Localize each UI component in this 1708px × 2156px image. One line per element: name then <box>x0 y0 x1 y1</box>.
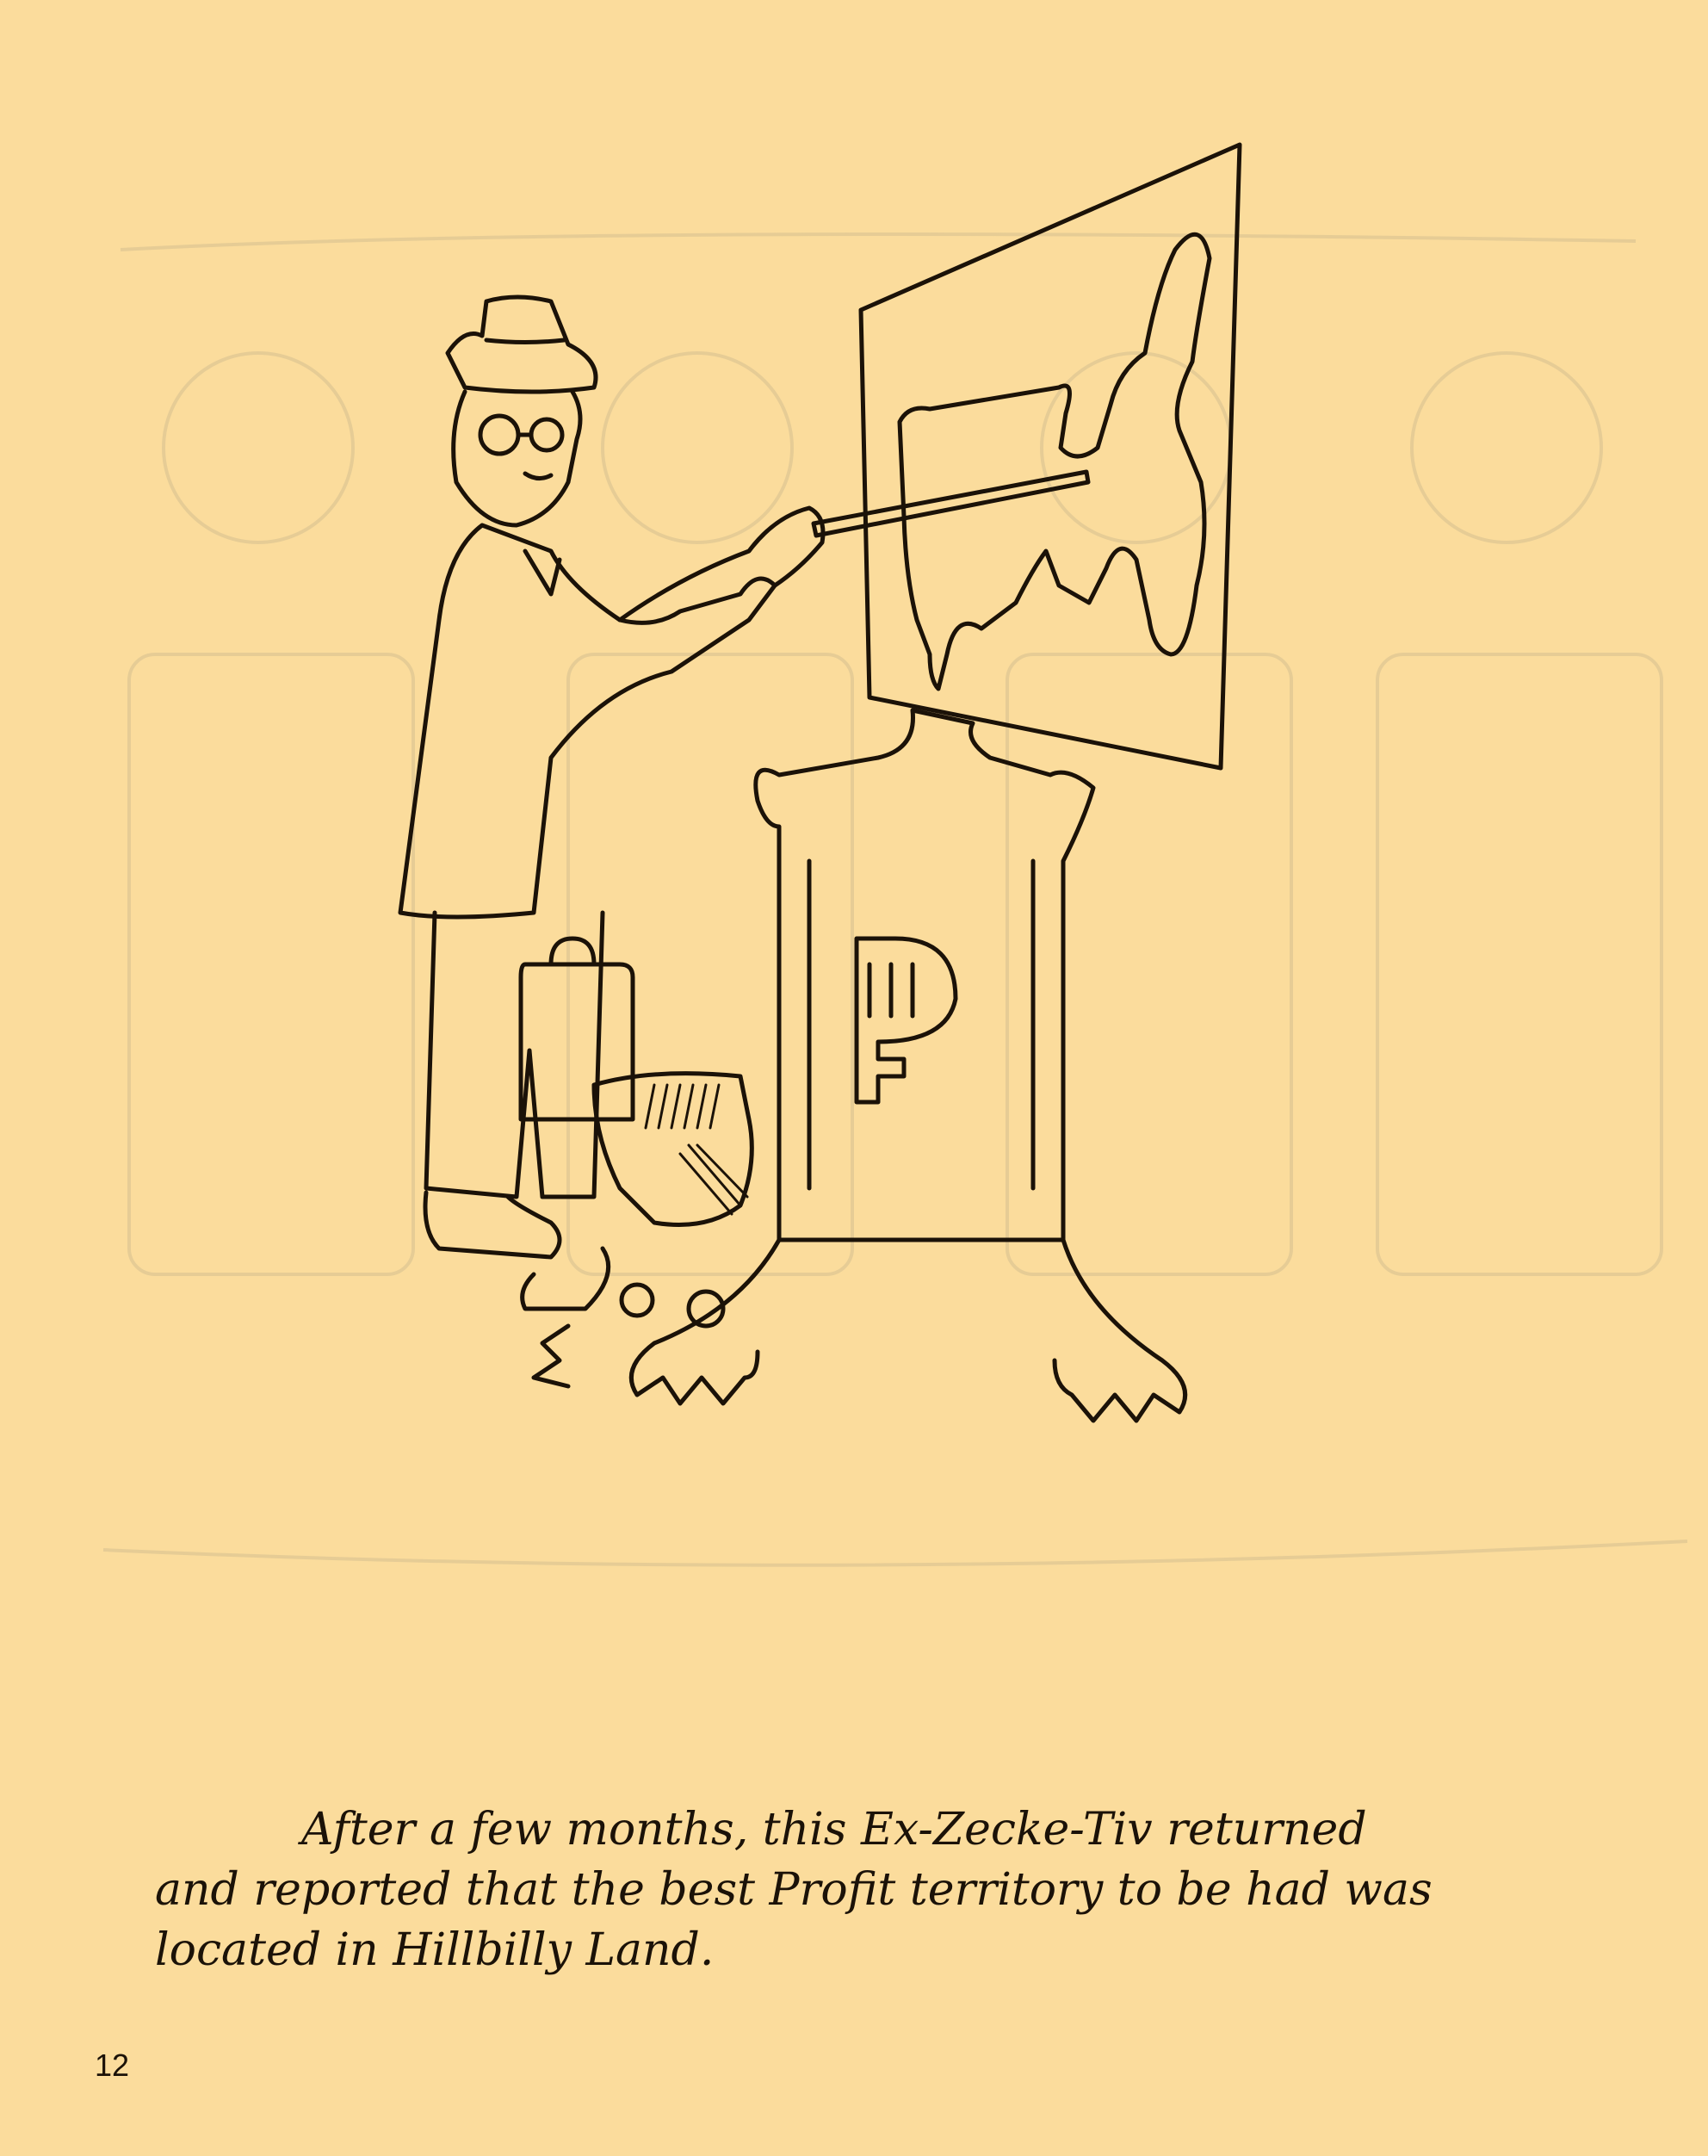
caption-line-2: and reported that the best Profit territ… <box>155 1864 1433 1916</box>
briefcase <box>518 962 635 1122</box>
pointer-stick <box>811 469 1091 538</box>
easel-board <box>858 142 1242 771</box>
hat <box>445 294 598 394</box>
caption: After a few months, this Ex-Zecke-Tiv re… <box>155 1800 1532 1980</box>
caption-line-1: After a few months, this Ex-Zecke-Tiv re… <box>301 1804 1367 1856</box>
suit-jacket <box>398 523 777 920</box>
caption-line-3: located in Hillbilly Land. <box>155 1924 715 1976</box>
easel-leg-left <box>628 1237 782 1406</box>
pointing-arm <box>617 505 826 623</box>
page-number: 12 <box>95 2048 130 2083</box>
map-shape <box>897 232 1212 691</box>
glasses-right <box>529 417 565 453</box>
head <box>451 389 583 528</box>
shoe-right <box>520 1246 611 1311</box>
currency-emblem <box>854 936 958 1105</box>
glasses-left <box>478 413 521 456</box>
easel-leg-right <box>1052 1237 1188 1423</box>
easel-frame <box>753 708 1096 1242</box>
trousers <box>424 910 605 1199</box>
shoe-left <box>423 1190 562 1260</box>
creature <box>591 1071 754 1227</box>
